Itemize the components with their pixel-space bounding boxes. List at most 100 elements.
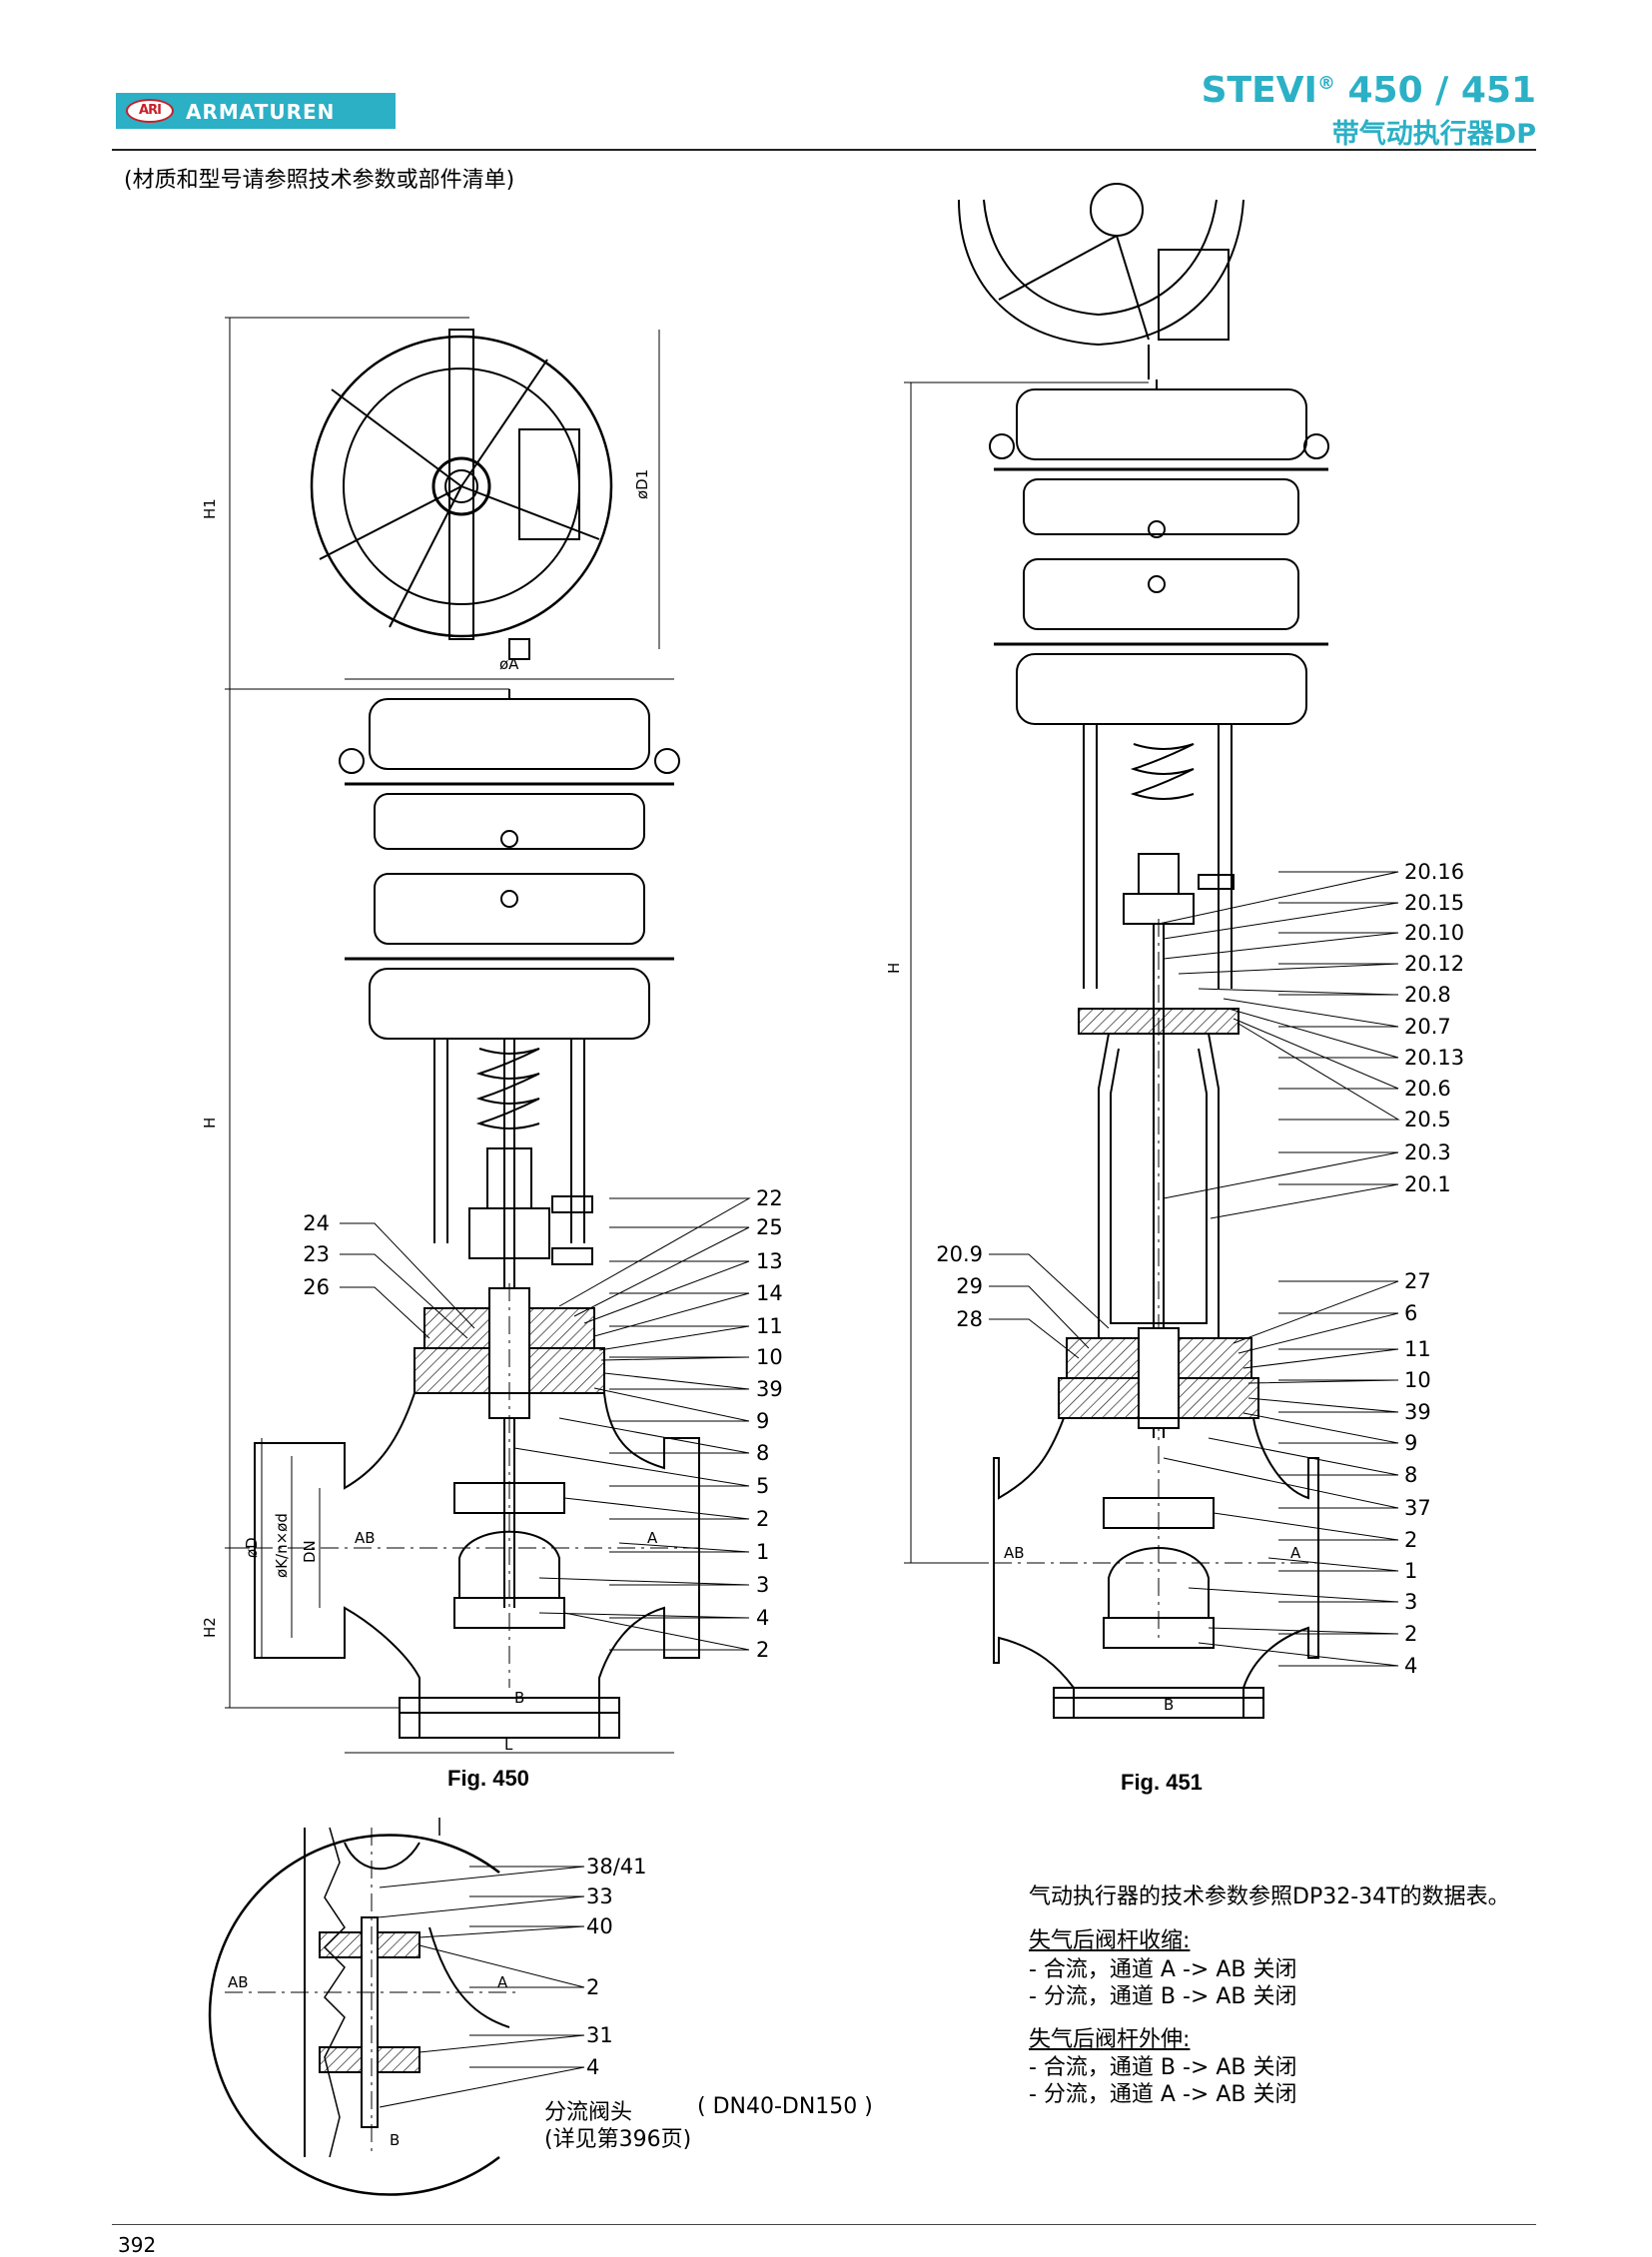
callout-label: 20.12 — [1404, 952, 1464, 976]
callout-leader — [593, 1292, 750, 1337]
ari-armaturen-logo: ARI ARMATUREN — [116, 93, 396, 129]
callout-leader — [418, 1925, 585, 1938]
port-ab: AB — [355, 1529, 376, 1547]
fig-451-drawing — [904, 183, 1329, 1719]
callout-leader — [418, 2034, 585, 2053]
callout-label: 25 — [756, 1215, 783, 1239]
callout-label: 20.7 — [1404, 1015, 1451, 1039]
dimension-lines — [225, 317, 674, 1754]
header-rule — [112, 149, 1536, 151]
port-a: A — [1290, 1544, 1301, 1562]
callout-leader — [989, 1253, 1110, 1329]
fail-retract-title: 失气后阀杆收缩: — [1029, 1928, 1191, 1953]
callout-leader — [558, 1197, 751, 1307]
callout-leader — [573, 1226, 750, 1317]
callout-label: 28 — [956, 1307, 983, 1331]
callout-leader — [989, 1318, 1080, 1359]
callout-label: 3 — [756, 1573, 769, 1597]
callout-label: 20.15 — [1404, 891, 1464, 915]
diverting-plug-label: 分流阀头 — [544, 2100, 633, 2125]
callout-label: 4 — [586, 2055, 599, 2079]
callout-leader — [1228, 1008, 1399, 1059]
actuator-note: 气动执行器的技术参数参照DP32-34T的数据表。 — [1029, 1884, 1510, 1909]
callout-leader — [340, 1222, 475, 1329]
callout-label: 4 — [1404, 1654, 1417, 1678]
callout-label: 8 — [756, 1441, 769, 1465]
callout-label: 29 — [956, 1274, 983, 1298]
dim-h: H — [885, 963, 903, 974]
callout-label: 39 — [1404, 1400, 1431, 1424]
fig-450-caption: Fig. 450 — [447, 1766, 529, 1791]
callout-label: 13 — [756, 1249, 783, 1273]
fig-451-caption: Fig. 451 — [1121, 1770, 1203, 1795]
port-b: B — [514, 1689, 524, 1707]
port-a: A — [497, 1973, 508, 1991]
callout-label: 1 — [1404, 1559, 1417, 1583]
callout-label: 24 — [303, 1211, 330, 1235]
callout-label: 4 — [756, 1606, 769, 1630]
callout-label: 2 — [756, 1638, 769, 1662]
fig-450-dimension-labels: H1 H H2 øD1 øA L øD øK/n×ød DN AB A B — [201, 469, 658, 1754]
callout-leader — [538, 1612, 750, 1619]
diverting-ref-label: (详见第396页) — [544, 2127, 692, 2152]
fail-extend-diverting: - 分流，通道 A -> AB 关闭 — [1029, 2082, 1297, 2107]
valve-body — [993, 1417, 1319, 1719]
registered-mark: ® — [1316, 73, 1335, 94]
port-ab: AB — [1004, 1544, 1025, 1562]
callout-label: 22 — [756, 1186, 783, 1210]
callout-label: 40 — [586, 1914, 613, 1938]
bonnet — [1058, 1327, 1259, 1429]
callout-label: 27 — [1404, 1269, 1431, 1293]
callout-label: 38/41 — [586, 1855, 647, 1879]
diverting-plug-detail — [208, 1818, 519, 2196]
dimension-lines — [904, 381, 1149, 1564]
callout-leader — [1213, 1512, 1399, 1541]
actuator-housing — [989, 379, 1329, 725]
callout-leader — [1242, 1412, 1399, 1444]
callout-leader — [558, 1417, 750, 1454]
callout-leader — [1188, 1587, 1399, 1603]
callout-leader — [1158, 871, 1399, 925]
dim-h: H — [201, 1118, 219, 1128]
callout-leader — [563, 1497, 750, 1520]
dim-k: øK/n×ød — [273, 1513, 291, 1578]
callout-label: 2 — [1404, 1622, 1417, 1646]
callout-label: 11 — [756, 1314, 783, 1338]
callout-leader — [600, 1356, 750, 1361]
callout-leader — [513, 1447, 750, 1487]
callout-leader — [563, 1612, 750, 1651]
product-title: STEVI® 450 / 451 — [1202, 70, 1536, 111]
port-a: A — [647, 1529, 658, 1547]
title-models: 450 / 451 — [1334, 70, 1536, 111]
callout-label: 9 — [756, 1409, 769, 1433]
callout-label: 2 — [756, 1507, 769, 1531]
callout-leader — [1198, 988, 1399, 996]
callout-leader — [1242, 1348, 1399, 1369]
callout-leader — [340, 1286, 430, 1339]
dim-d1: øD1 — [633, 469, 651, 499]
port-b: B — [390, 2131, 400, 2149]
callout-label: 6 — [1404, 1301, 1417, 1325]
callout-leader — [1163, 902, 1399, 940]
callout-leader — [1163, 932, 1399, 960]
callout-leader — [1178, 963, 1399, 975]
callout-label: 20.13 — [1404, 1046, 1464, 1070]
fig-451-callouts: 20.9292820.1620.1520.1020.1220.820.720.1… — [936, 860, 1464, 1678]
callout-label: 20.5 — [1404, 1108, 1451, 1131]
logo-wordmark: ARMATUREN — [186, 100, 336, 124]
callout-label: 10 — [1404, 1368, 1431, 1392]
callout-label: 31 — [586, 2023, 613, 2047]
actuator-housing — [339, 689, 680, 1040]
product-subtitle: 带气动执行器DP — [1331, 119, 1536, 150]
title-brand: STEVI — [1201, 70, 1317, 111]
fig-451-dimension-labels: H AB A B — [885, 963, 1301, 1714]
callout-leader — [1210, 1183, 1399, 1219]
callout-label: 10 — [756, 1345, 783, 1369]
callout-label: 37 — [1404, 1496, 1431, 1520]
callout-leader — [1233, 1280, 1399, 1344]
dim-h2: H2 — [201, 1617, 219, 1638]
logo-badge: ARI — [126, 99, 174, 123]
